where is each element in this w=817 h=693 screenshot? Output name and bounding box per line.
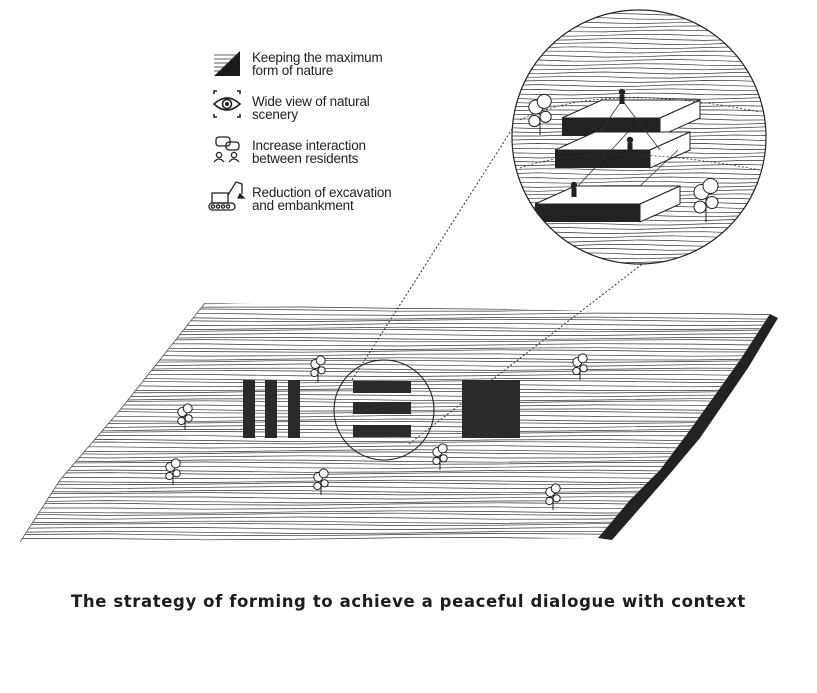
legend-line: form of nature bbox=[252, 62, 334, 78]
legend-line: Wide view of natural bbox=[252, 94, 370, 109]
legend-item-excavation: Reduction of excavation and embankment bbox=[246, 185, 392, 213]
legend-line: Reduction of excavation bbox=[252, 185, 392, 200]
person-icons bbox=[570, 88, 634, 197]
legend-line: Increase interaction bbox=[252, 138, 366, 153]
legend-item-interaction: Increase interaction between residents bbox=[246, 138, 366, 166]
gradient-triangle-icon bbox=[214, 51, 240, 76]
mass-vertical-bar-2 bbox=[265, 380, 277, 438]
mass-square-block bbox=[462, 380, 520, 438]
excavator-icon bbox=[208, 181, 246, 211]
terrain-edge bbox=[598, 314, 778, 540]
legend-line: and embankment bbox=[252, 197, 354, 213]
mass-horizontal-bar-3 bbox=[353, 425, 411, 437]
focus-circle bbox=[333, 359, 435, 461]
legend-line: between residents bbox=[252, 150, 359, 166]
people-chat-icon bbox=[213, 136, 240, 163]
legend-item-view: Wide view of natural scenery bbox=[246, 94, 370, 122]
eye-expand-icon bbox=[212, 90, 242, 118]
terrain-plane bbox=[19, 302, 778, 543]
terrace-slab-bottom bbox=[534, 185, 681, 223]
site-trees bbox=[165, 353, 588, 510]
mass-horizontal-bar-2 bbox=[353, 402, 411, 414]
legend-line: Keeping the maximum bbox=[252, 50, 383, 65]
legend-line: scenery bbox=[252, 106, 298, 122]
legend-item-nature: Keeping the maximum form of nature bbox=[246, 50, 383, 78]
building-masses bbox=[243, 380, 520, 438]
mass-vertical-bar-3 bbox=[288, 380, 300, 438]
mass-vertical-bar-1 bbox=[243, 380, 255, 438]
zoom-detail-circle bbox=[511, 9, 767, 265]
sightlines bbox=[519, 97, 761, 187]
mass-horizontal-bar-1 bbox=[353, 381, 411, 393]
diagram-caption: The strategy of forming to achieve a pea… bbox=[71, 592, 746, 611]
zoom-connector-lines bbox=[351, 114, 651, 445]
